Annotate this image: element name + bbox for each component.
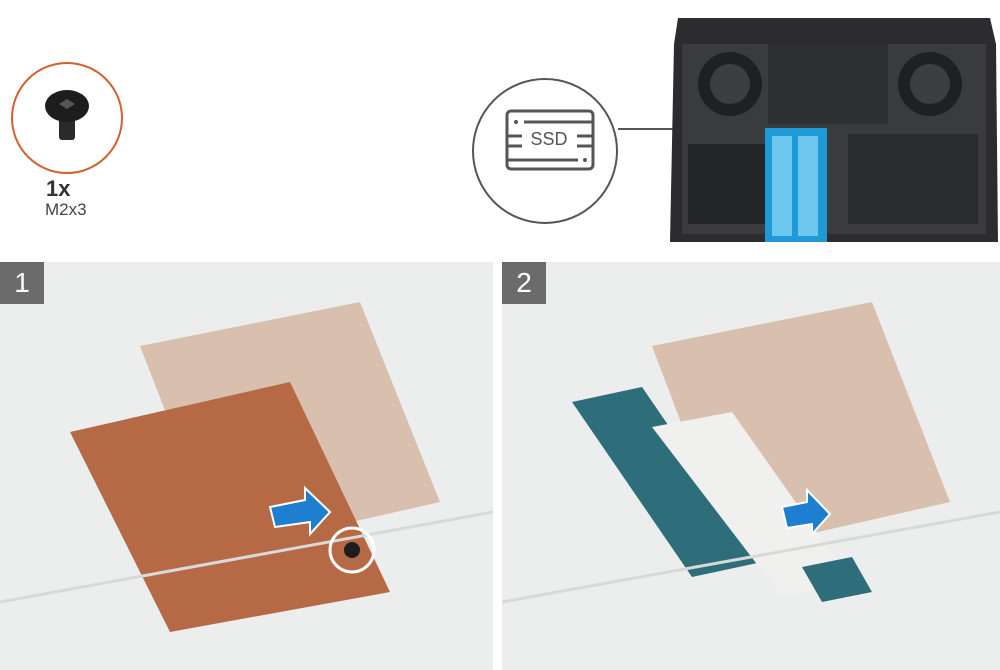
ssd-callout: SSD: [472, 78, 618, 224]
step-1-badge: 1: [0, 262, 44, 304]
slide-arrow-icon: [780, 487, 832, 537]
ssd-icon: [505, 109, 595, 171]
step-1-illustration: [0, 302, 493, 632]
screw-quantity: 1x: [46, 176, 71, 201]
laptop-base-image: [668, 14, 1000, 248]
screw-callout: [11, 62, 123, 174]
screw-icon: [45, 90, 89, 140]
step-2-badge: 2: [502, 262, 546, 304]
step-2-panel: 2: [502, 262, 1000, 670]
step-2-illustration: [502, 302, 1000, 604]
slide-arrow-icon: [268, 485, 332, 537]
screw-size: M2x3: [45, 200, 87, 219]
ssd-label: SSD: [530, 129, 568, 149]
step-1-panel: 1: [0, 262, 493, 670]
